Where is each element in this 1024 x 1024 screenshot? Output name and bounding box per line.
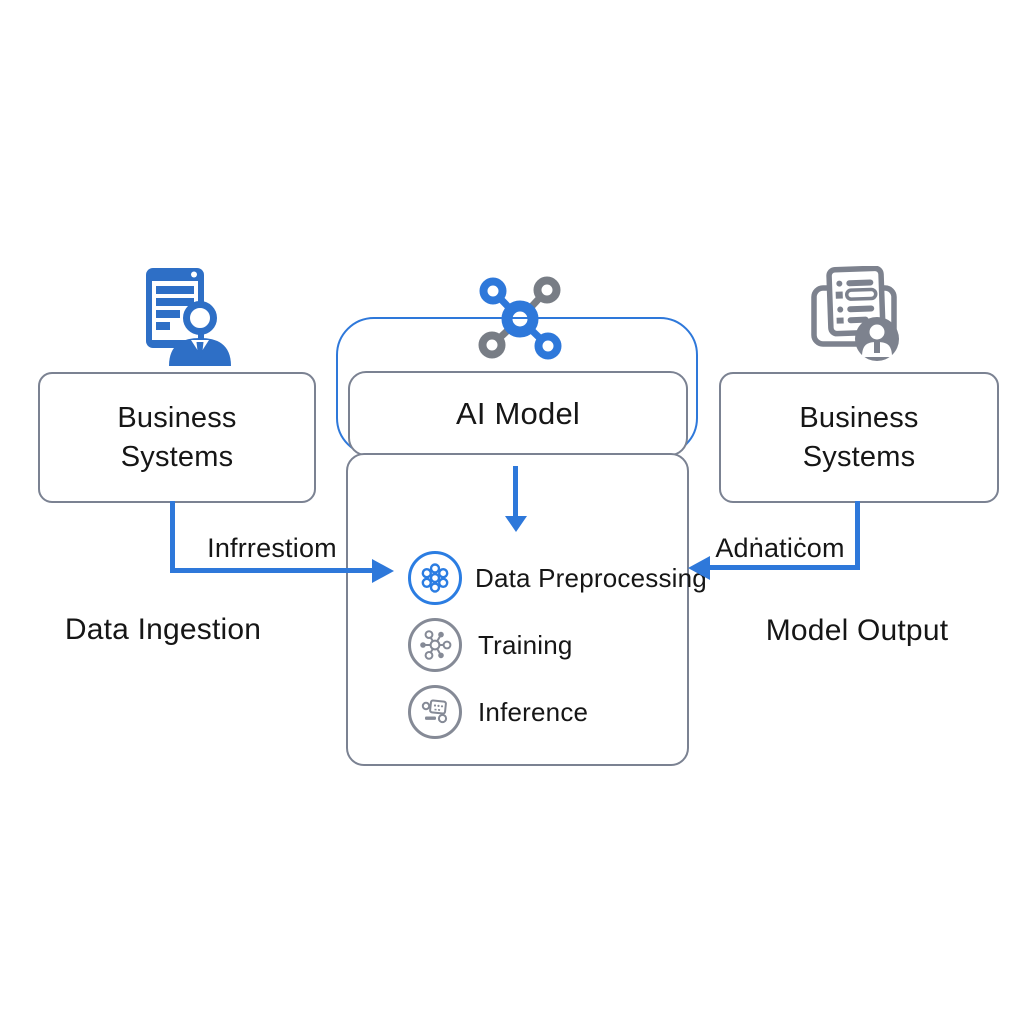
training-circle [408,618,462,672]
model-output-caption: Model Output [765,614,949,647]
inference-report-icon [421,699,448,724]
ai-model-title: AI Model [456,395,580,431]
training-label: Training [478,630,573,660]
output-arrowhead-icon [688,556,710,580]
data-ingestion-caption: Data Ingestion [64,613,262,646]
network-nodes-icon [468,263,572,367]
left-business-systems-label: Business Systems [117,402,237,473]
output-connector-vline [855,501,860,567]
ingestion-connector-hline [170,568,374,573]
cluster-nodes-icon [421,563,449,593]
right-business-systems-label: Business Systems [799,402,919,473]
down-arrowhead-icon [504,516,527,532]
right-business-systems-box: Business Systems [719,372,999,503]
down-connector-line [513,466,518,518]
ingestion-arrow-label: Infrrestiom [207,533,337,563]
left-business-systems-box: Business Systems [38,372,316,503]
browser-user-icon [143,266,231,366]
ai-model-title-box: AI Model [348,371,688,456]
ingestion-arrowhead-icon [372,559,394,583]
data-preprocessing-circle [408,551,462,605]
data-preprocessing-label: Data Preprocessing [475,563,707,593]
output-connector-hline [708,565,860,570]
report-user-icon [810,265,902,364]
inference-label: Inference [478,697,589,727]
ingestion-connector-vline [170,501,175,573]
hub-spokes-icon [420,630,452,660]
inference-circle [408,685,462,739]
output-arrow-label: Adṅatiċom [715,533,845,563]
